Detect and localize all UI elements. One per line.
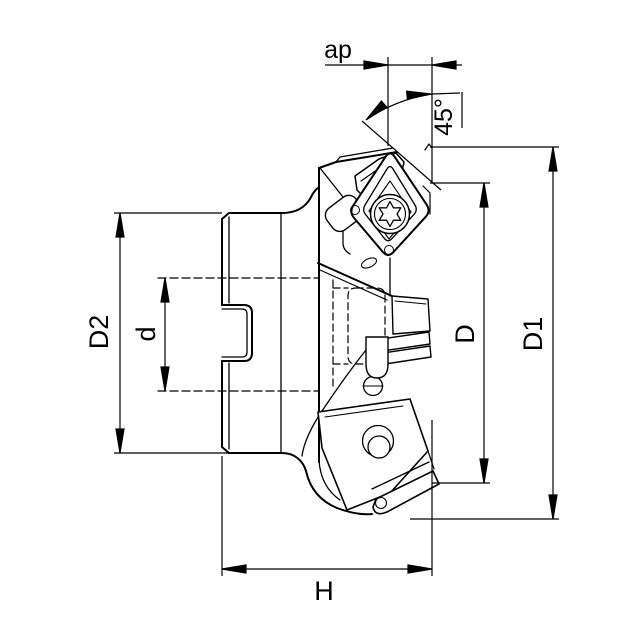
dim-label-d-cutting: D [450, 324, 480, 344]
top-neck-fillet [281, 186, 320, 214]
torx-socket-icon [378, 200, 402, 228]
body-top-chamfer-band [335, 147, 394, 163]
insert-inner-contour [363, 165, 417, 242]
hub-corner-chamfers [221, 212, 230, 454]
bottom-insert-edge [372, 470, 440, 515]
seat-hidden-links [332, 287, 349, 365]
coolant-slot [360, 257, 378, 269]
dimension-lead-angle [361, 90, 463, 191]
insert-corner-radius-bottom [384, 245, 394, 255]
dimension-d-cutting [430, 182, 490, 484]
dimension-d2 [114, 212, 282, 454]
h-arrowheads [221, 564, 433, 574]
d-arrowheads [160, 277, 170, 392]
dim-label-ap: ap [324, 36, 352, 64]
dim-label-h: H [314, 576, 334, 606]
rake-face-second-edge [319, 269, 388, 301]
gash-curve-upper [321, 349, 367, 412]
lead-angle-arrowheads [365, 90, 432, 121]
dimension-ap [325, 57, 462, 183]
top-pocket-wall [319, 167, 351, 255]
d2-arrowheads [115, 212, 125, 454]
bottom-pocket-link-edge [427, 450, 435, 470]
d-cutting-arrowheads [479, 182, 489, 484]
dimension-d [160, 277, 170, 392]
drive-slot-outline [221, 304, 253, 362]
insert-corner-radius-left [350, 205, 360, 215]
dim-label-d: d [131, 326, 161, 341]
hub-top-bottom-edges [228, 212, 283, 454]
bottom-pocket-inner-line [324, 405, 404, 418]
bottom-insert-cap [374, 496, 388, 510]
bottom-inner-fillet [318, 459, 341, 501]
drive-slot-inner-line [221, 308, 248, 358]
dim-label-d1: D1 [518, 317, 548, 352]
dim-label-d2: D2 [84, 315, 114, 350]
d1-arrowheads [548, 146, 558, 520]
ap-arrowheads [363, 60, 457, 70]
mid-pocket-block [391, 295, 431, 335]
lead-angle-reference-line [361, 120, 442, 191]
dim-label-lead-angle: 45° [430, 98, 458, 136]
insert-corner-facet [422, 185, 431, 215]
mid-clamp-finger [365, 336, 389, 379]
top-insert-assembly [324, 143, 433, 269]
dimension-d1 [410, 146, 559, 520]
rake-face-edge [317, 262, 393, 297]
screw-head-chamfer [373, 197, 407, 231]
bottom-screw-hole [367, 435, 391, 459]
bottom-neck-fillet [281, 452, 373, 516]
dimension-h [221, 420, 433, 576]
bottom-shim-line [371, 461, 430, 490]
mid-pocket-inner-line [394, 300, 427, 305]
